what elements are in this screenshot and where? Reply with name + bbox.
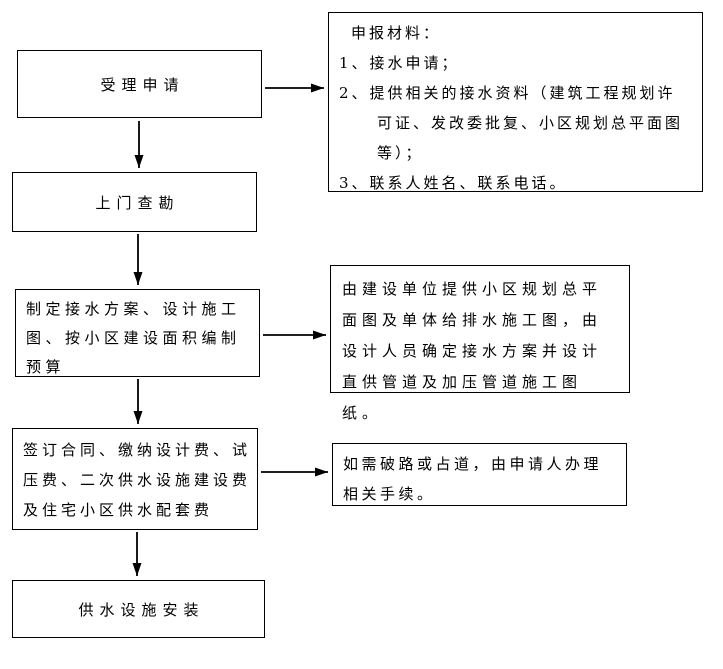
note-design-text: 由建设单位提供小区规划总平面图及单体给排水施工图，由设计人员确定接水方案并设计直… [342,280,603,422]
note-road-text: 如需破路或占道，由申请人办理相关手续。 [343,455,603,503]
step-box-make-plan: 制定接水方案、设计施工图、按小区建设面积编制预算 [15,289,260,377]
note-box-design-details: 由建设单位提供小区规划总平面图及单体给排水施工图，由设计人员确定接水方案并设计直… [330,265,630,422]
step-box-install-facilities: 供水设施安装 [12,580,265,638]
note-materials-item-2: 2、提供相关的接水资料（建筑工程规划许可证、发改委批复、小区规划总平面图等）； [339,84,684,162]
step-box-onsite-survey: 上门查勘 [12,172,257,232]
note-materials-item-3: 3、联系人姓名、联系电话。 [339,174,568,192]
step-box-sign-contract-fees: 签订合同、缴纳设计费、试压费、二次供水设施建设费及住宅小区供水配套费 [12,428,258,530]
note-materials-item-1: 1、接水申请； [339,54,460,72]
note-materials-title: 申报材料： [351,24,442,42]
step-label-make-plan: 制定接水方案、设计施工图、按小区建设面积编制预算 [26,300,241,376]
note-box-road-permit: 如需破路或占道，由申请人办理相关手续。 [332,443,627,506]
step-label-onsite-survey: 上门查勘 [95,193,180,212]
step-label-install-facilities: 供水设施安装 [78,600,205,619]
step-box-accept-application: 受理申请 [17,50,262,118]
step-label-accept-application: 受理申请 [100,75,185,94]
note-box-application-materials: 申报材料： 1、接水申请； 2、提供相关的接水资料（建筑工程规划许可证、发改委批… [328,12,703,192]
step-label-sign-contract-fees: 签订合同、缴纳设计费、试压费、二次供水设施建设费及住宅小区供水配套费 [23,441,252,519]
